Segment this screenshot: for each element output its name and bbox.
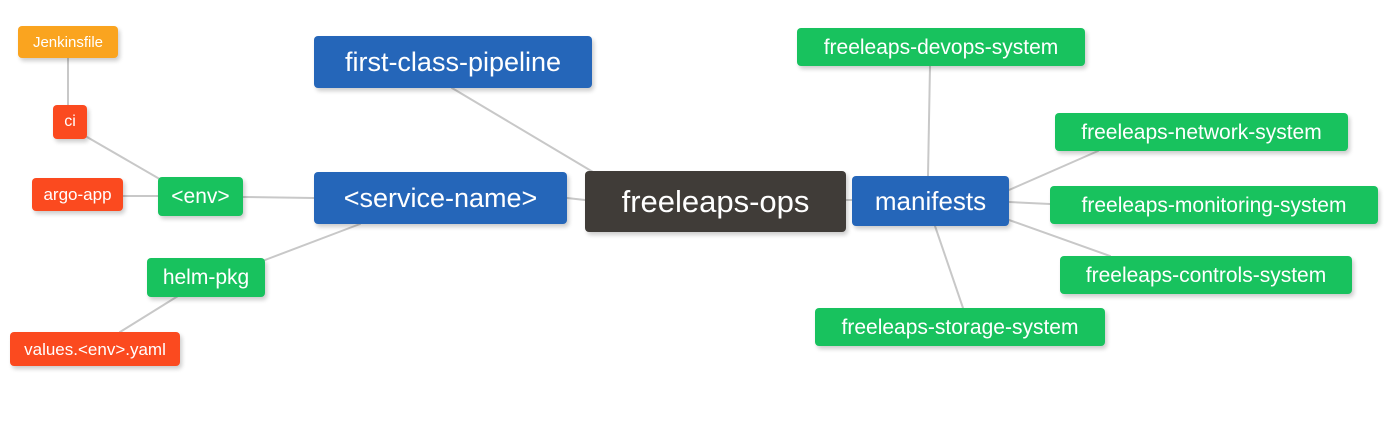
edge-service-name-env [242,196,315,199]
node-label: freeleaps-storage-system [841,315,1079,339]
node-label: Jenkinsfile [32,33,104,51]
node-label: first-class-pipeline [344,46,562,77]
node-freeleaps-network-system[interactable]: freeleaps-network-system [1055,113,1348,151]
node-label: freeleaps-monitoring-system [1081,193,1347,217]
node-label: ci [64,113,76,130]
node-label: freeleaps-ops [621,184,810,219]
edge-manifests-network [1008,150,1099,191]
node-label: freeleaps-devops-system [823,35,1059,59]
node-label: helm-pkg [162,266,250,289]
edge-manifests-monitoring [1008,201,1051,205]
node-freeleaps-controls-system[interactable]: freeleaps-controls-system [1060,256,1352,294]
node-first-class-pipeline[interactable]: first-class-pipeline [314,36,592,88]
node-label: freeleaps-network-system [1081,120,1322,144]
node-env[interactable]: <env> [158,177,243,216]
node-values-env-yaml[interactable]: values.<env>.yaml [10,332,180,366]
edge-manifests-controls [1008,219,1111,257]
edge-ops-service-name [566,197,586,201]
node-label: argo-app [43,185,112,204]
node-manifests[interactable]: manifests [852,176,1009,226]
node-freeleaps-devops-system[interactable]: freeleaps-devops-system [797,28,1085,66]
edge-ops-first-class-pipeline [451,87,594,173]
edge-service-name-helm-pkg [264,223,361,261]
node-helm-pkg[interactable]: helm-pkg [147,258,265,297]
node-argo-app[interactable]: argo-app [32,178,123,211]
edge-helm-pkg-values [119,295,179,333]
node-freeleaps-storage-system[interactable]: freeleaps-storage-system [815,308,1105,346]
node-label: <env> [171,185,230,208]
node-label: freeleaps-controls-system [1085,263,1327,287]
node-label: values.<env>.yaml [24,339,166,359]
node-ci[interactable]: ci [53,105,87,139]
edge-manifests-storage [934,225,964,309]
node-freeleaps-monitoring-system[interactable]: freeleaps-monitoring-system [1050,186,1378,224]
node-service-name[interactable]: <service-name> [314,172,567,224]
node-label: <service-name> [343,182,538,213]
node-jenkinsfile[interactable]: Jenkinsfile [18,26,118,58]
node-label: manifests [874,186,987,216]
node-freeleaps-ops[interactable]: freeleaps-ops [585,171,846,232]
edge-manifests-devops [927,65,931,177]
